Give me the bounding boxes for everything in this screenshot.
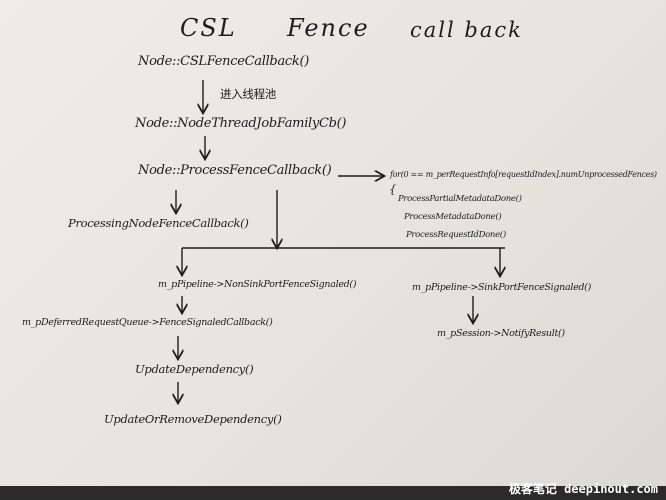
node-process-metadata-done: ProcessMetadataDone() [404, 212, 502, 222]
node-csl-fence-callback: Node::CSLFenceCallback() [138, 54, 309, 69]
node-processing-node-fence-callback: ProcessingNodeFenceCallback() [68, 216, 249, 230]
node-update-dependency: UpdateDependency() [135, 362, 254, 376]
node-non-sink-port-fence-signaled: m_pPipeline->NonSinkPortFenceSignaled() [158, 279, 357, 290]
title-fence: Fence [287, 14, 370, 42]
node-thread-job-family-cb: Node::NodeThreadJobFamilyCb() [135, 116, 347, 131]
loop-brace: { [389, 182, 397, 196]
node-process-fence-callback: Node::ProcessFenceCallback() [138, 163, 332, 178]
node-process-partial-metadata-done: ProcessPartialMetadataDone() [398, 194, 522, 204]
node-update-or-remove-dependency: UpdateOrRemoveDependency() [104, 412, 282, 426]
watermark: 极客笔记 deepinout.com [508, 482, 658, 496]
loop-condition: for(0 == m_perRequestInfo[requestIdIndex… [390, 170, 657, 179]
title-csl: CSL [180, 14, 237, 42]
node-notify-result: m_pSession->NotifyResult() [437, 328, 565, 339]
title-call-back: call back [410, 18, 523, 42]
paper-background [0, 0, 666, 486]
footer-bar [0, 486, 666, 500]
node-process-request-id-done: ProcessRequestIdDone() [406, 230, 506, 240]
node-sink-port-fence-signaled: m_pPipeline->SinkPortFenceSignaled() [412, 282, 591, 293]
note-thread-pool: 进入线程池 [220, 87, 276, 101]
node-deferred-request-queue: m_pDeferredRequestQueue->FenceSignaledCa… [22, 317, 273, 328]
